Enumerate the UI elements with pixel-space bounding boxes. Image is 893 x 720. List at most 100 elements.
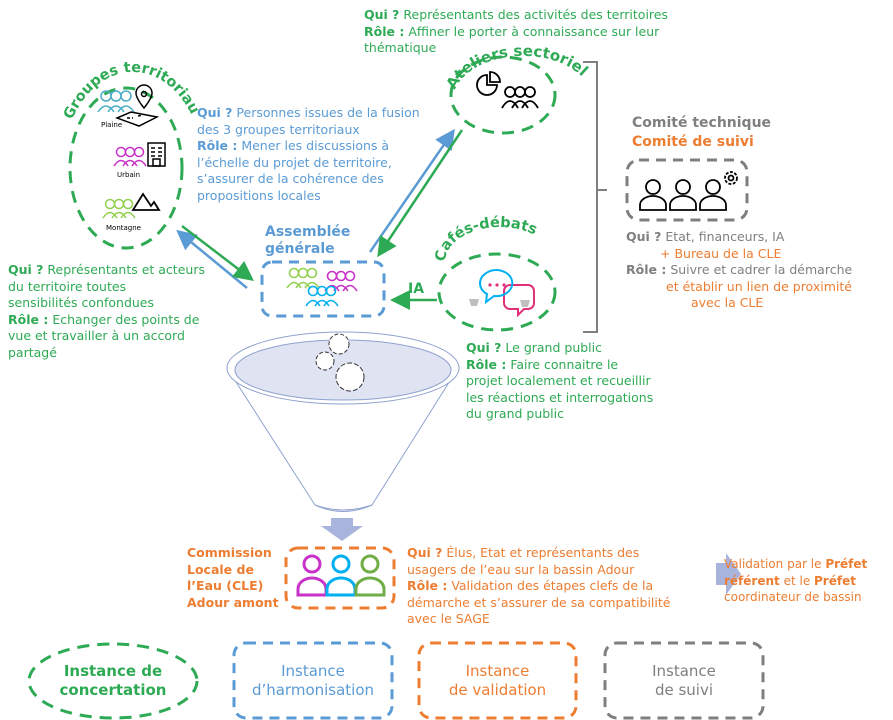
qui-label: Qui ? xyxy=(197,105,233,120)
cle-desc: Qui ? Élus, Etat et représentants des us… xyxy=(407,545,670,628)
cle-name-1: Commission xyxy=(187,545,272,560)
ateliers-desc: Qui ? Représentants des activités des te… xyxy=(364,7,668,57)
cafes-role-text-4: du grand public xyxy=(466,406,565,421)
down-arrow xyxy=(321,518,363,541)
legend-suivi: Instance de suivi xyxy=(605,662,763,700)
role-label: Rôle : xyxy=(626,262,667,277)
groupes-role-text-2: vue et travailler à un accord xyxy=(8,328,185,343)
cle-qui-text: Élus, Etat et représentants des xyxy=(446,545,640,560)
cafes-qui-text: Le grand public xyxy=(505,340,602,355)
legend-concertation-1: Instance de xyxy=(63,662,163,680)
comite-technique-title: Comité technique xyxy=(632,115,772,131)
arrow-assemblee-to-ateliers xyxy=(368,128,455,253)
comite-bracket xyxy=(583,61,607,333)
groupes-title: Groupes territoriaux xyxy=(0,0,202,122)
legend-shape-suivi xyxy=(603,641,765,720)
montagne-people-icon xyxy=(102,198,136,219)
groupes-qui-text: Représentants et acteurs xyxy=(47,262,205,277)
comite-box xyxy=(625,158,749,222)
arrow-ateliers-to-assemblee xyxy=(377,129,464,258)
legend-shape-validation xyxy=(417,641,578,720)
right-arrow xyxy=(716,553,741,595)
qui-label: Qui ? xyxy=(407,545,443,560)
cle-name-4: Adour amont xyxy=(187,594,279,610)
montagne-label: Montagne xyxy=(106,224,141,232)
ateliers-role-text: Affiner le porter à connaissance sur leu… xyxy=(408,23,660,39)
cle-name-3: l’Eau (CLE) xyxy=(187,578,264,593)
funnel xyxy=(226,331,460,512)
qui-label: Qui ? xyxy=(626,229,662,244)
arrow-groupes-to-assemblee xyxy=(181,225,254,282)
comite-qui-extra: + Bureau de la CLE xyxy=(660,245,782,261)
map-pin-icon xyxy=(114,84,160,127)
groupes-role-text-3: partagé xyxy=(8,344,57,360)
role-label: Rôle : xyxy=(197,138,238,153)
cafes-desc: Qui ? Le grand public Rôle : Faire conna… xyxy=(466,340,653,423)
ateliers-qui-text: Représentants des activités des territoi… xyxy=(403,7,668,22)
groupes-qui-text-3: sensibilités confondues xyxy=(8,295,155,310)
comite-role-extra: et établir un lien de proximité xyxy=(666,278,852,294)
role-label: Rôle : xyxy=(8,311,49,327)
cle-role-text: Validation des étapes clefs de la xyxy=(451,578,654,593)
coffee-cup-icon xyxy=(469,299,530,307)
legend-validation: Instance de validation xyxy=(419,662,576,700)
assemblee-title: Assemblée générale xyxy=(265,224,350,258)
cafes-role-text-3: les réactions et interrogations xyxy=(466,389,654,405)
role-label: Rôle : xyxy=(466,356,507,372)
cle-box xyxy=(284,546,396,610)
groupes-qui-text-2: du territoire toutes xyxy=(8,278,127,294)
validation-text-3: coordinateur de bassin xyxy=(724,590,862,604)
validation-text-2a: référent xyxy=(724,573,780,588)
assemblee-people-icon xyxy=(286,267,358,307)
legend-suivi-2: de suivi xyxy=(654,681,714,699)
qui-label: Qui ? xyxy=(466,340,502,355)
cle-name-2: Locale de xyxy=(187,561,254,577)
comite-qui-text: Etat, financeurs, IA xyxy=(665,229,785,244)
legend-harmonisation-1: Instance xyxy=(281,662,345,680)
comite-role-extra-2: avec la CLE xyxy=(691,295,764,310)
legend-concertation-2: concertation xyxy=(59,681,167,699)
cle-role-text-2: démarche et s’assurer de sa compatibilit… xyxy=(407,594,671,610)
qui-label: Qui ? xyxy=(8,262,44,277)
legend-concertation: Instance de concertation xyxy=(29,662,197,700)
validation-text-2b: et le xyxy=(779,573,815,588)
assemblee-role-text: Mener les discussions à xyxy=(241,138,390,153)
validation-text: Validation par le Préfet référent et le … xyxy=(724,556,867,606)
validation-text-1a: Validation par le xyxy=(724,557,826,571)
assemblee-role-text-4: propositions locales xyxy=(197,187,321,203)
legend-harmonisation: Instance d’harmonisation xyxy=(234,662,392,700)
validation-text-1b: Préfet xyxy=(825,557,868,571)
building-icon xyxy=(147,142,166,167)
urbain-people-icon xyxy=(113,146,147,167)
plaine-label: Plaine xyxy=(101,121,123,129)
legend-validation-1: Instance xyxy=(465,662,530,680)
pie-chart-people-icon xyxy=(476,71,539,109)
role-label: Rôle : xyxy=(407,578,448,593)
legend-harmonisation-2: d’harmonisation xyxy=(251,681,375,699)
legend-shape-concertation xyxy=(27,642,199,720)
groupes-ellipse xyxy=(68,86,184,250)
urbain-label: Urbain xyxy=(117,171,141,179)
assemblee-desc: Qui ? Personnes issues de la fusion des … xyxy=(197,105,420,204)
comite-desc: Qui ? Etat, financeurs, IA + Bureau de l… xyxy=(626,229,852,312)
legend-suivi-1: Instance xyxy=(652,662,716,680)
assemblee-role-text-2: l’échelle du projet de territoire, xyxy=(197,154,392,170)
legend-validation-2: de validation xyxy=(448,681,547,699)
assemblee-qui-text: Personnes issues de la fusion xyxy=(236,105,420,120)
cafes-ellipse xyxy=(437,252,557,332)
assemblee-qui-text-2: des 3 groupes territoriaux xyxy=(197,121,360,137)
cle-people-icon xyxy=(296,554,386,597)
gears-icon xyxy=(315,333,365,392)
cle-name: Commission Locale de l’Eau (CLE) Adour a… xyxy=(187,545,279,611)
assemblee-title-2: générale xyxy=(265,241,335,257)
plaine-people-icon xyxy=(97,90,135,113)
cle-role-text-3: avec le SAGE xyxy=(407,611,490,626)
comite-role-text: Suivre et cadrer la démarche xyxy=(670,262,853,277)
validation-text-2c: Préfet xyxy=(814,573,856,588)
chat-bubbles-icon xyxy=(479,269,535,318)
people-gear-icon xyxy=(639,171,738,211)
ia-arrow-label: IA xyxy=(408,281,425,297)
qui-label: Qui ? xyxy=(364,7,400,22)
cle-qui-text-2: usagers de l’eau sur la bassin Adour xyxy=(407,561,635,577)
